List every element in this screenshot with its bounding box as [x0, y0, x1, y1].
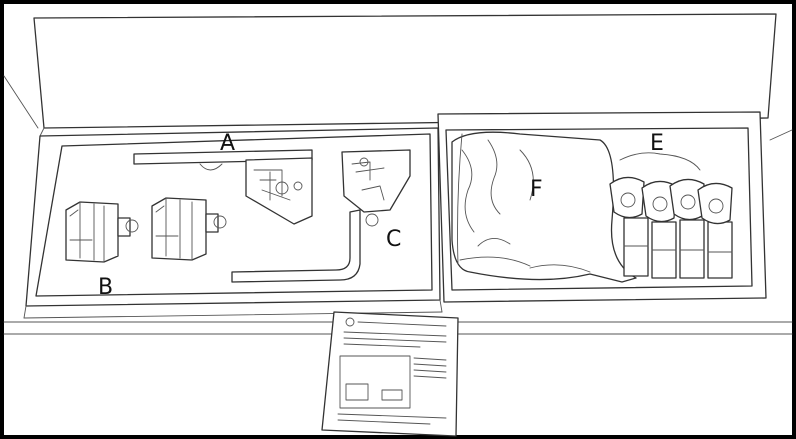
instruction-sheet: [322, 312, 458, 436]
part-f: [452, 132, 636, 282]
label-b: B: [98, 275, 113, 300]
label-a: A: [220, 131, 235, 156]
label-f: F: [530, 177, 543, 202]
label-e: E: [650, 131, 664, 156]
label-c: C: [386, 227, 401, 252]
